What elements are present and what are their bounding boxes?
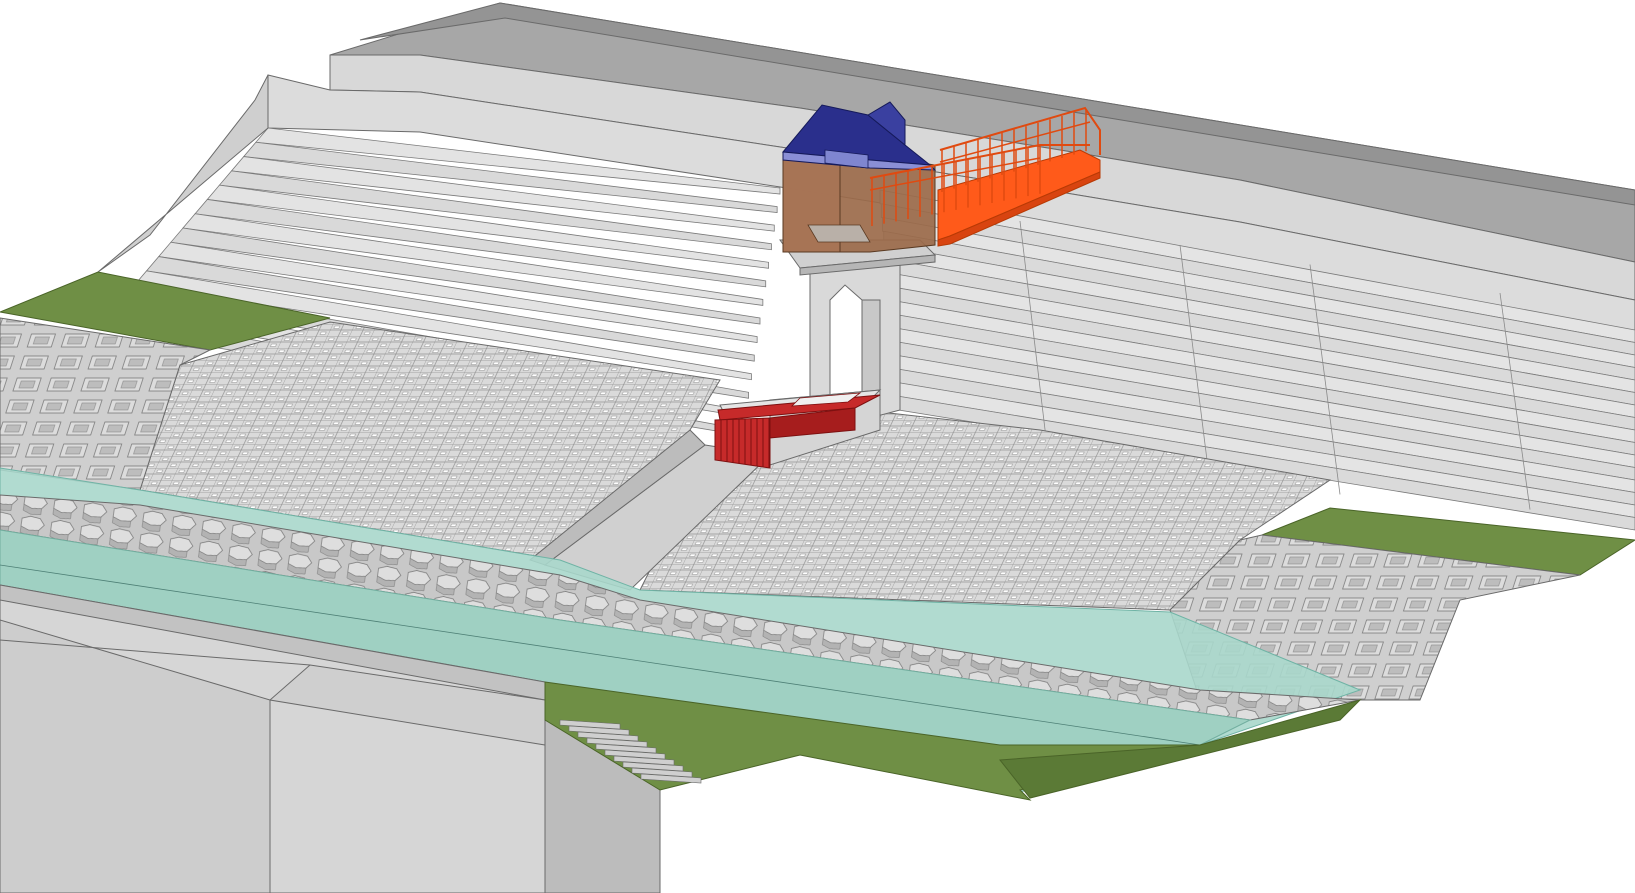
stair-tread (595, 743, 657, 754)
stair-tread (586, 737, 648, 748)
spillway-step (242, 141, 778, 214)
lower-stairs (559, 719, 702, 784)
stair-tread (568, 725, 630, 736)
stair-tread (622, 761, 684, 772)
spillway-step (170, 227, 761, 325)
stair-tread (559, 719, 621, 730)
spillway-step (218, 170, 772, 251)
stair-tread (604, 749, 666, 760)
step-division-line (1309, 264, 1341, 495)
spillway-side-wall (97, 74, 269, 273)
spillway-step (182, 213, 764, 306)
grass-bank-lower-right (999, 699, 1362, 799)
access-bridge (869, 106, 1101, 247)
spillway-step (194, 199, 767, 288)
foreground-wall (0, 584, 661, 893)
stair-tread (577, 731, 639, 742)
step-division-line (1019, 220, 1051, 472)
stepped-spillway-right (879, 189, 1635, 531)
stair-tread (613, 755, 675, 766)
stair-tread (640, 773, 702, 784)
spillway-step (230, 156, 775, 232)
spillway-step (157, 241, 758, 344)
step-division-line (1499, 292, 1531, 510)
armour-blocks-left (0, 317, 212, 491)
spillway-step (145, 256, 755, 362)
stair-tread (631, 767, 693, 778)
water-line (0, 564, 1201, 746)
spillway-step (206, 184, 769, 269)
grass-bank-left (0, 271, 331, 351)
sluice-gate (714, 389, 882, 469)
spillway-step (255, 127, 781, 195)
operator-house (782, 101, 937, 253)
step-division-line (1179, 244, 1211, 485)
crest-road-edge (359, 2, 1635, 206)
